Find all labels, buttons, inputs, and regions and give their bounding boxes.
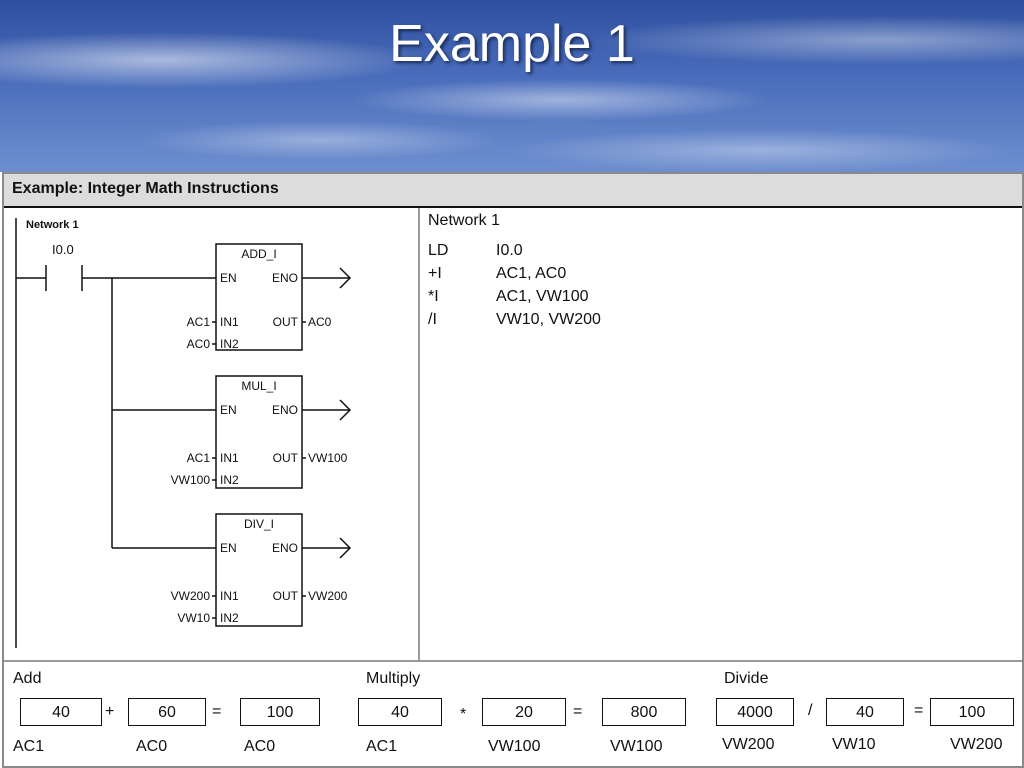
add-result: 100 xyxy=(240,698,320,726)
div-out-label: OUT xyxy=(273,589,299,603)
add-operator: + xyxy=(105,703,115,720)
panel-header: Example: Integer Math Instructions xyxy=(4,174,1022,208)
divide-b-register: VW10 xyxy=(832,736,876,753)
add-equals: = xyxy=(212,703,222,720)
div-eno-label: ENO xyxy=(272,541,298,555)
multiply-title: Multiply xyxy=(366,670,421,687)
divide-result: 100 xyxy=(930,698,1014,726)
multiply-a-register: AC1 xyxy=(366,738,398,755)
add-in2-label: IN2 xyxy=(220,337,239,351)
stl-network-title: Network 1 xyxy=(428,212,501,229)
add-operand-b: 60 xyxy=(128,698,206,726)
mul-block-name: MUL_I xyxy=(241,379,276,393)
add-in1-operand: AC1 xyxy=(187,315,211,329)
add-b-register: AC0 xyxy=(136,738,168,755)
divide-a-register: VW200 xyxy=(722,736,775,753)
add-a-register: AC1 xyxy=(13,738,45,755)
add-in1-label: IN1 xyxy=(220,315,239,329)
div-block-name: DIV_I xyxy=(244,517,274,531)
example-panel: Example: Integer Math Instructions Netwo… xyxy=(2,172,1024,768)
divide-operand-a: 4000 xyxy=(716,698,794,726)
add-eno-label: ENO xyxy=(272,271,298,285)
mul-out-operand: VW100 xyxy=(308,451,348,465)
multiply-operand-b: 20 xyxy=(482,698,566,726)
slide-title: Example 1 xyxy=(389,15,635,73)
title-banner: Example 1 xyxy=(0,0,1024,172)
mul-block: MUL_I EN ENO IN1 IN2 OUT AC1 VW100 VW100 xyxy=(171,375,352,489)
div-block: DIV_I EN ENO IN1 IN2 OUT VW200 VW10 VW20… xyxy=(171,513,352,627)
mul-eno-label: ENO xyxy=(272,403,298,417)
calc-divider xyxy=(4,660,1022,662)
div-in1-label: IN1 xyxy=(220,589,239,603)
ladder-diagram: Network 1 I0.0 ADD_I EN xyxy=(15,218,352,648)
stl-op: /I xyxy=(428,311,437,328)
panel-title: Example: Integer Math Instructions xyxy=(12,180,279,197)
divide-title: Divide xyxy=(724,670,769,687)
add-operand-a: 40 xyxy=(20,698,102,726)
mul-in2-label: IN2 xyxy=(220,473,239,487)
mul-out-label: OUT xyxy=(273,451,299,465)
div-en-label: EN xyxy=(220,541,237,555)
divide-result-register: VW200 xyxy=(950,736,1003,753)
multiply-operand-a: 40 xyxy=(358,698,442,726)
stl-args: I0.0 xyxy=(496,242,523,259)
stl-op: LD xyxy=(428,242,449,259)
ladder-network-label: Network 1 xyxy=(26,219,79,231)
div-out-operand: VW200 xyxy=(308,589,348,603)
multiply-result-register: VW100 xyxy=(610,738,663,755)
div-in2-label: IN2 xyxy=(220,611,239,625)
mul-in2-operand: VW100 xyxy=(171,473,211,487)
divide-equals: = xyxy=(914,702,924,719)
stl-args: AC1, AC0 xyxy=(496,265,567,282)
add-block: ADD_I EN ENO IN1 IN2 OUT AC1 AC0 AC0 xyxy=(187,243,352,351)
div-in2-operand: VW10 xyxy=(177,611,210,625)
stl-op: *I xyxy=(428,288,439,305)
multiply-operator: * xyxy=(460,706,467,723)
add-out-operand: AC0 xyxy=(308,315,332,329)
add-title: Add xyxy=(13,670,42,687)
add-en-label: EN xyxy=(220,271,237,285)
pane-divider xyxy=(418,208,420,660)
mul-in1-operand: AC1 xyxy=(187,451,211,465)
div-in1-operand: VW200 xyxy=(171,589,211,603)
divide-operator: / xyxy=(808,702,813,719)
stl-op: +I xyxy=(428,265,442,282)
stl-args: AC1, VW100 xyxy=(496,288,589,305)
add-result-register: AC0 xyxy=(244,738,276,755)
mul-en-label: EN xyxy=(220,403,237,417)
multiply-result: 800 xyxy=(602,698,686,726)
contact-label: I0.0 xyxy=(52,242,74,257)
divide-operand-b: 40 xyxy=(826,698,904,726)
stl-args: VW10, VW200 xyxy=(496,311,601,328)
mul-in1-label: IN1 xyxy=(220,451,239,465)
add-block-name: ADD_I xyxy=(241,247,276,261)
multiply-b-register: VW100 xyxy=(488,738,541,755)
add-in2-operand: AC0 xyxy=(187,337,211,351)
add-out-label: OUT xyxy=(273,315,299,329)
multiply-equals: = xyxy=(573,703,583,720)
